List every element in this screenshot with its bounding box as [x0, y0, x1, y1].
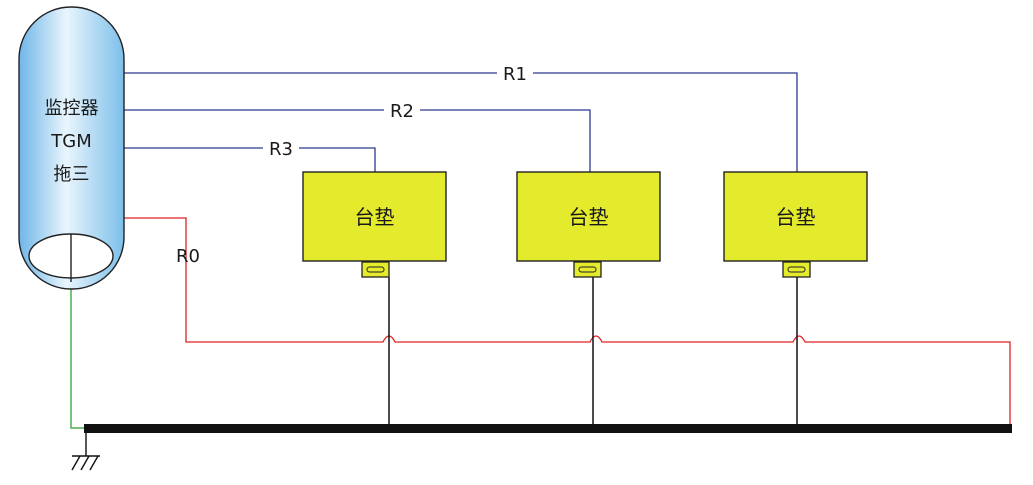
- pad-connector-icon: [361, 261, 390, 278]
- monitor-label-line2: TGM: [50, 131, 91, 152]
- label-bg-r1: [497, 62, 533, 84]
- pad-1: 台垫: [302, 171, 447, 278]
- label-bg-r2: [384, 99, 420, 121]
- pad-3: 台垫: [723, 171, 868, 278]
- wire-r2: [124, 109, 591, 172]
- pad-connector-icon: [573, 261, 602, 278]
- label-r3: R3: [269, 139, 293, 160]
- wire-r1: [124, 72, 798, 172]
- pad-label: 台垫: [776, 205, 816, 229]
- snap-button-icon: [578, 266, 597, 273]
- pad-2: 台垫: [516, 171, 661, 278]
- label-r0: R0: [176, 246, 200, 267]
- monitor-device: 监控器 TGM 拖三: [18, 6, 125, 290]
- monitor-label-line3: 拖三: [54, 164, 90, 185]
- snap-button-icon: [787, 266, 806, 273]
- pad-label: 台垫: [355, 205, 395, 229]
- pad-connector-icon: [782, 261, 811, 278]
- ground-bus: [84, 424, 1012, 433]
- pad-label: 台垫: [569, 205, 609, 229]
- label-r1: R1: [503, 64, 527, 85]
- ground-symbol-icon: [71, 433, 100, 471]
- label-bg-r3: [263, 137, 299, 159]
- wire-r3: [124, 147, 376, 172]
- wire-r0: [124, 217, 1011, 424]
- ground-wire: [70, 282, 88, 429]
- label-r2: R2: [390, 101, 414, 122]
- snap-button-icon: [366, 266, 385, 273]
- monitor-label-line1: 监控器: [45, 98, 99, 119]
